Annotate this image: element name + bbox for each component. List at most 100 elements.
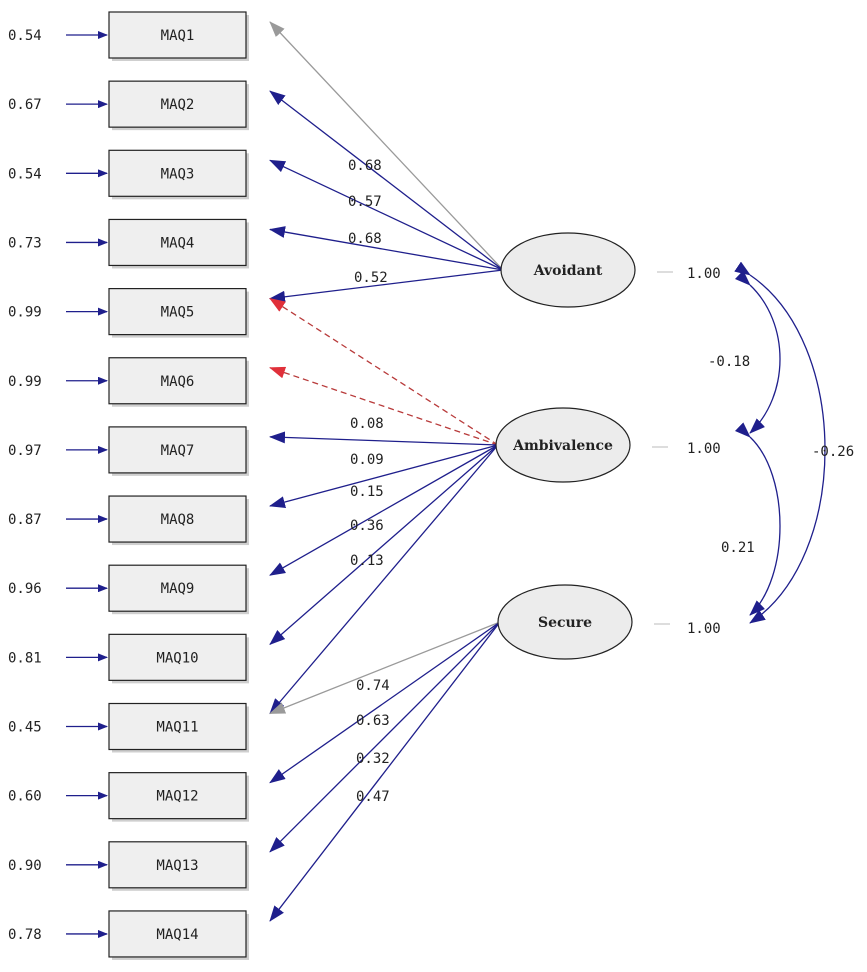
error-term-maq2: 0.67	[8, 97, 108, 113]
loading-label: 0.57	[348, 194, 382, 210]
loading-path-avoidant-maq5	[269, 269, 504, 303]
indicator-box	[108, 11, 247, 59]
latent-ellipse	[500, 232, 636, 308]
error-term-maq14: 0.78	[8, 927, 108, 943]
covariance-curve	[735, 422, 781, 616]
error-variance-label: 0.54	[8, 166, 42, 182]
indicator-box	[108, 80, 247, 128]
covariance-ambivalence-secure	[735, 422, 781, 616]
indicator-label: MAQ8	[161, 512, 195, 528]
covariance-curve	[734, 261, 826, 624]
indicator-maq2: MAQ2	[108, 80, 249, 131]
indicator-label: MAQ12	[156, 789, 198, 805]
loading-path-avoidant-maq3	[269, 159, 504, 271]
loading-path-avoidant-maq2	[269, 90, 504, 271]
error-term-maq6: 0.99	[8, 374, 108, 390]
error-variance-label: 0.60	[8, 789, 42, 805]
loading-path-ambivalence-maq9	[269, 444, 499, 576]
latent-variance-label: 1.00	[687, 266, 721, 282]
latent-ellipse	[497, 584, 633, 660]
loading-label: 0.13	[350, 553, 384, 569]
loading-label: 0.08	[350, 416, 384, 432]
error-term-maq4: 0.73	[8, 235, 108, 251]
loading-label: 0.63	[356, 713, 390, 729]
covariance-label: -0.26	[812, 444, 854, 460]
indicator-box	[108, 633, 247, 681]
indicator-box	[108, 426, 247, 474]
indicator-box	[108, 149, 247, 197]
error-term-maq12: 0.60	[8, 789, 108, 805]
indicator-label: MAQ1	[161, 28, 195, 44]
indicator-maq9: MAQ9	[108, 564, 249, 615]
error-term-maq11: 0.45	[8, 720, 108, 736]
loading-path-secure-maq14	[269, 621, 501, 922]
error-variance-label: 0.99	[8, 305, 42, 321]
indicator-label: MAQ7	[161, 443, 195, 459]
covariance-curve	[734, 270, 781, 434]
loading-label: 0.68	[348, 158, 382, 174]
error-term-maq3: 0.54	[8, 166, 108, 182]
indicator-box	[108, 288, 247, 336]
indicator-label: MAQ5	[161, 305, 195, 321]
error-variance-label: 0.78	[8, 927, 42, 943]
indicator-maq12: MAQ12	[108, 772, 249, 822]
loading-label: 0.09	[350, 452, 384, 468]
latent-name: Avoidant	[533, 263, 603, 279]
error-variance-label: 0.87	[8, 512, 42, 528]
loading-path-ambivalence-maq8	[269, 444, 499, 508]
loading-path-ambivalence-maq10	[269, 444, 499, 646]
covariance-label: 0.21	[721, 540, 755, 556]
loading-path-ambivalence-maq6	[269, 366, 499, 446]
indicator-maq6: MAQ6	[108, 357, 249, 407]
loading-path-secure-maq12	[269, 621, 501, 784]
error-term-maq8: 0.87	[8, 512, 108, 528]
indicator-box	[108, 910, 247, 958]
indicator-label: MAQ11	[156, 720, 198, 736]
error-variance-label: 0.45	[8, 720, 42, 736]
loading-label: 0.68	[348, 231, 382, 247]
error-variance-label: 0.99	[8, 374, 42, 390]
error-term-maq13: 0.90	[8, 858, 108, 874]
indicator-box	[108, 564, 247, 612]
covariance-label: -0.18	[708, 354, 750, 370]
error-term-maq9: 0.96	[8, 581, 108, 597]
indicator-maq1: MAQ1	[108, 11, 249, 61]
indicator-box	[108, 218, 247, 267]
indicator-label: MAQ9	[161, 581, 195, 597]
indicator-maq5: MAQ5	[108, 288, 249, 338]
indicator-label: MAQ14	[156, 927, 198, 943]
loading-label: 0.15	[350, 484, 384, 500]
indicator-maq3: MAQ3	[108, 149, 249, 200]
latent-ellipse	[495, 407, 631, 483]
indicator-label: MAQ4	[161, 235, 195, 251]
covariance-avoidant-secure	[734, 261, 826, 624]
indicator-maq13: MAQ13	[108, 841, 249, 891]
error-variance-label: 0.81	[8, 650, 42, 666]
indicator-box	[108, 357, 247, 405]
indicator-label: MAQ6	[161, 374, 195, 390]
loading-path-ambivalence-maq11	[269, 444, 499, 715]
latent-name: Secure	[538, 615, 592, 631]
indicator-maq4: MAQ4	[108, 218, 249, 269]
indicator-maq14: MAQ14	[108, 910, 249, 960]
error-term-maq1: 0.54	[8, 28, 108, 44]
latent-name: Ambivalence	[512, 438, 613, 454]
loading-label: 0.47	[356, 789, 390, 805]
indicator-label: MAQ2	[161, 97, 195, 113]
loading-path-ambivalence-maq7	[269, 431, 499, 446]
error-variance-label: 0.90	[8, 858, 42, 874]
latent-avoidant: Avoidant 1.00	[500, 232, 721, 308]
indicator-label: MAQ3	[161, 166, 195, 182]
indicator-box	[108, 841, 247, 889]
error-term-maq5: 0.99	[8, 305, 108, 321]
indicator-label: MAQ10	[156, 650, 198, 666]
error-term-maq10: 0.81	[8, 650, 108, 666]
loading-path-secure-maq11	[269, 621, 501, 715]
indicator-maq11: MAQ11	[108, 702, 249, 753]
error-variance-label: 0.97	[8, 443, 42, 459]
loading-path-ambivalence-maq5	[269, 298, 499, 446]
indicator-box	[108, 772, 247, 820]
